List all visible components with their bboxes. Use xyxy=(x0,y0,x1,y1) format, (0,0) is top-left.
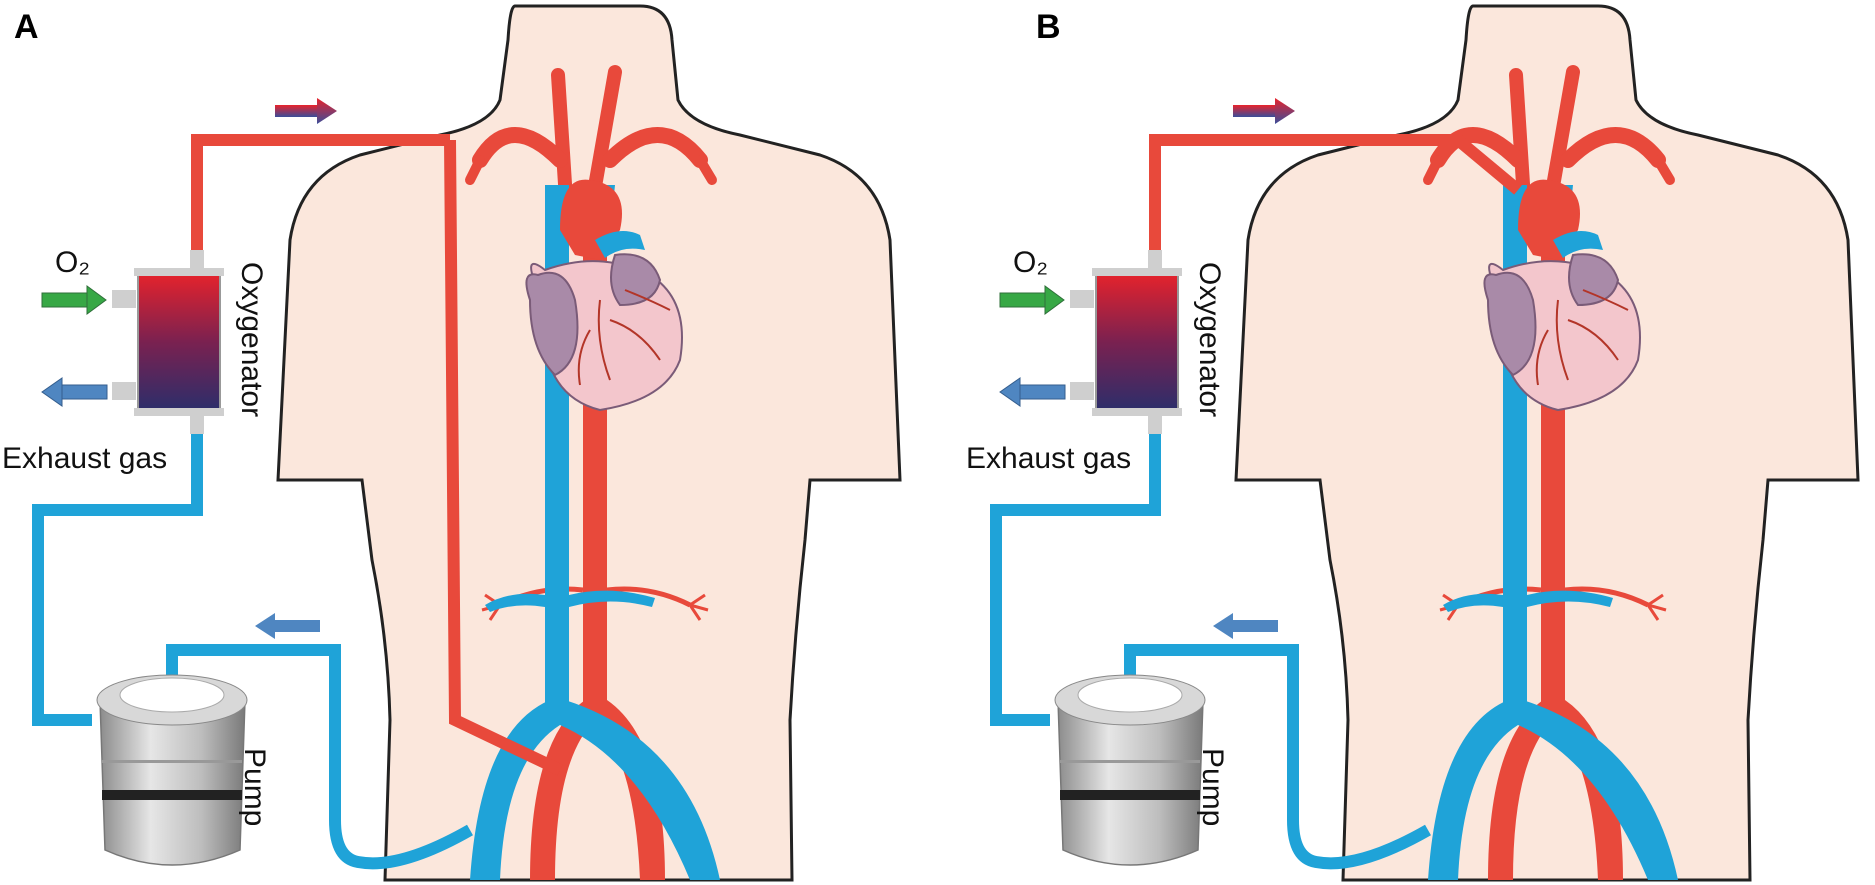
exhaust-gas-label: Exhaust gas xyxy=(966,442,1131,475)
panel-a: A O₂ Exhaust gas Oxygenator Pump xyxy=(2,6,900,880)
oxygenator-label: Oxygenator xyxy=(235,262,268,417)
o2-label: O₂ xyxy=(1013,246,1048,279)
subclavian-return-cannula xyxy=(1408,134,1522,195)
femoral-return-cannula xyxy=(444,139,563,776)
oxygenator-label: Oxygenator xyxy=(1193,262,1226,417)
pump-label: Pump xyxy=(1196,748,1229,826)
o2-label: O₂ xyxy=(55,246,90,279)
panel-letter: A xyxy=(14,8,39,46)
panel-b: B O₂ Exhaust gas Oxygenator Pump xyxy=(966,6,1858,880)
exhaust-gas-label: Exhaust gas xyxy=(2,442,167,475)
pump-label: Pump xyxy=(238,748,271,826)
panel-letter: B xyxy=(1036,8,1061,46)
